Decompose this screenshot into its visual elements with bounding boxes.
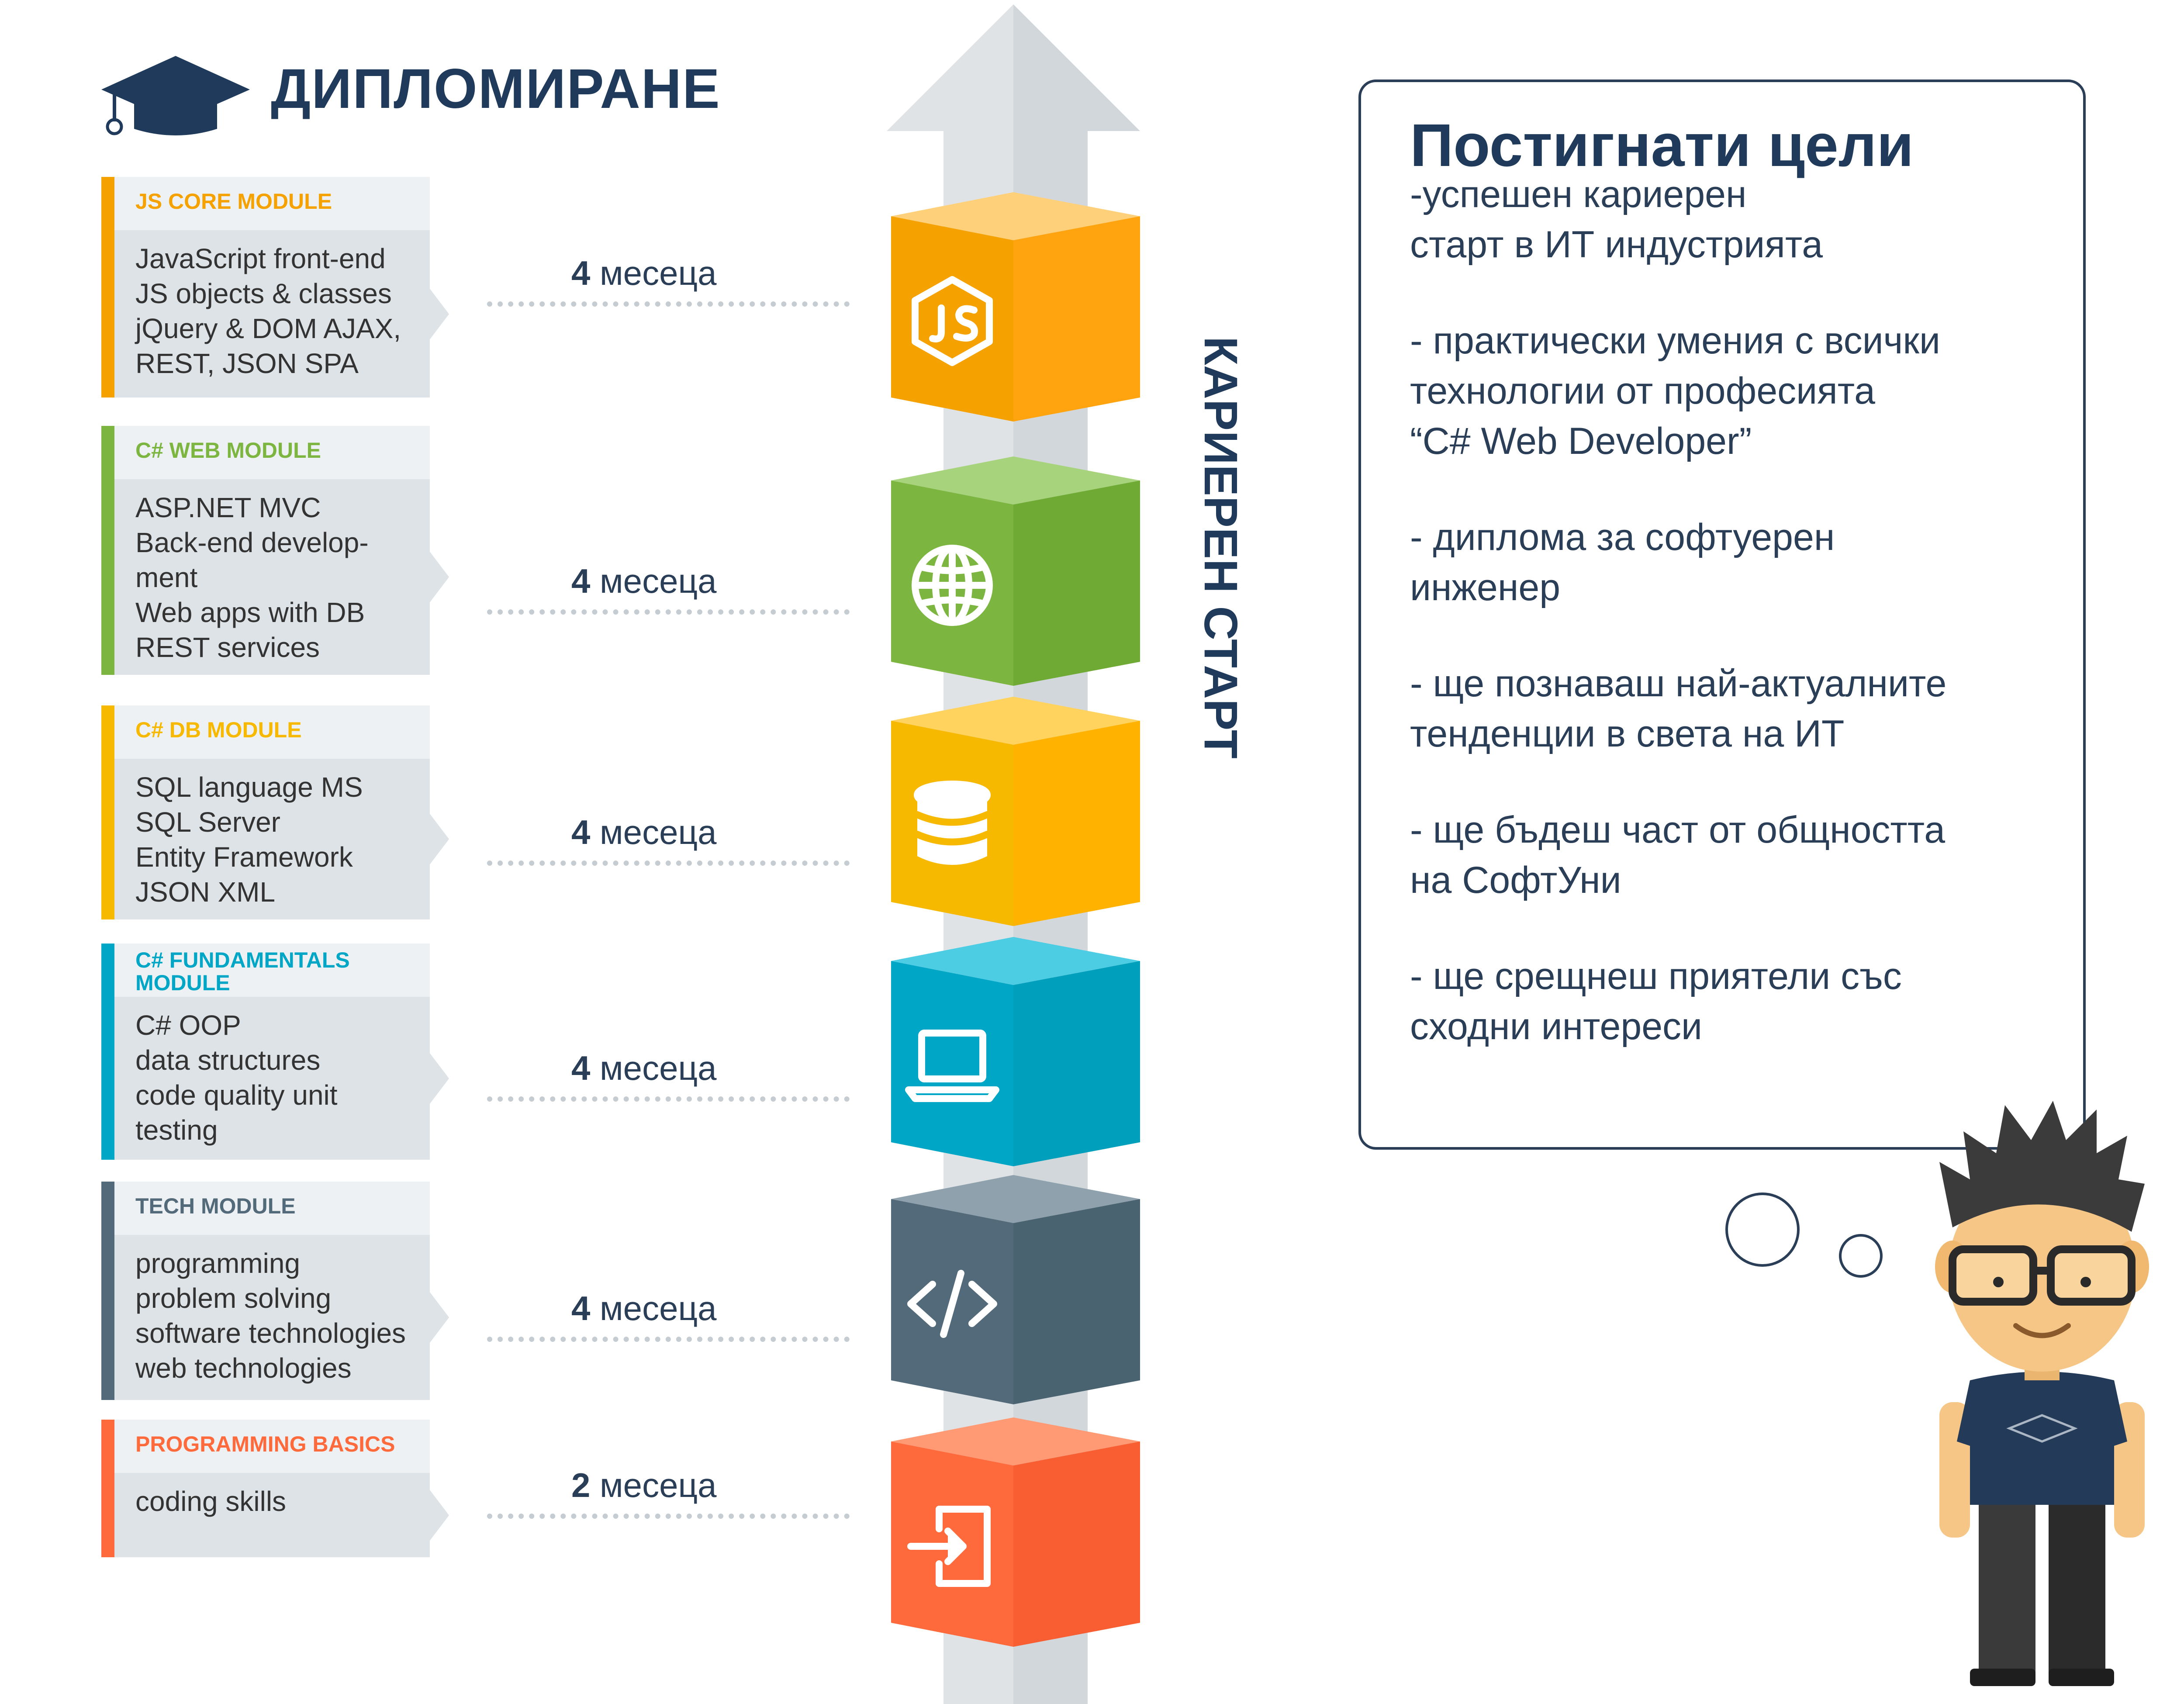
goal-line: - практически умения с всички	[1410, 320, 1941, 362]
module-title: JS CORE MODULE	[114, 177, 430, 230]
goal-line: инженер	[1410, 567, 1561, 608]
module-topic: software technologies	[135, 1317, 406, 1349]
module-topic: Entity Framework	[135, 841, 353, 873]
module-topic: SQL language MS	[135, 771, 363, 803]
thought-circle-small	[1839, 1234, 1883, 1278]
goal-line: тенденции в света на ИТ	[1410, 713, 1845, 755]
module-color-bar	[101, 1182, 114, 1400]
module-topic: code quality unit	[135, 1079, 338, 1111]
graduation-cap-icon	[101, 56, 250, 135]
module-color-bar	[101, 944, 114, 1160]
module-topic: ASP.NET MVC	[135, 492, 321, 523]
goal-line: -успешен кариерен	[1410, 173, 1747, 215]
module-duration: 4 месеца	[571, 1049, 717, 1087]
module-duration: 4 месеца	[571, 562, 717, 600]
module-color-bar	[101, 705, 114, 919]
module-topic: coding skills	[135, 1486, 287, 1517]
module-topic: SQL Server	[135, 806, 280, 838]
module-duration: 2 месеца	[571, 1466, 717, 1504]
module-body	[114, 479, 430, 675]
goal-line: - ще срещнеш приятели със	[1410, 955, 1902, 997]
module-topic: web technologies	[135, 1352, 352, 1384]
duration-connector	[487, 1096, 850, 1102]
module-notch	[430, 288, 449, 339]
module-topic: JS objects & classes	[135, 278, 392, 309]
student-character	[1935, 1101, 2149, 1686]
module-topic: ment	[135, 562, 198, 593]
module-cube	[891, 1417, 1140, 1647]
goals-bubble: Постигнати цели -успешен кариерен старт в…	[1358, 79, 2086, 1150]
module-duration: 4 месеца	[571, 1289, 717, 1327]
module-title: C# WEB MODULE	[114, 426, 430, 479]
module-topic: REST services	[135, 632, 320, 663]
module-topic: data structures	[135, 1044, 321, 1076]
goal-line: на СофтУни	[1410, 859, 1621, 901]
module-notch	[430, 1292, 449, 1343]
module-topic: JSON XML	[135, 876, 276, 908]
module-cube	[891, 1175, 1140, 1404]
duration-connector	[487, 609, 850, 615]
module-cube	[891, 192, 1140, 422]
module-color-bar	[101, 1420, 114, 1557]
module-color-bar	[101, 426, 114, 675]
module-notch	[430, 1490, 449, 1541]
nodejs-icon	[912, 276, 993, 366]
module-duration: 4 месеца	[571, 813, 717, 851]
goals-title: Постигнати цели	[1410, 112, 1914, 179]
duration-connector	[487, 301, 850, 307]
module-notch	[430, 1053, 449, 1104]
module-body	[114, 1235, 430, 1400]
module-body	[114, 1473, 430, 1557]
module-title: PROGRAMMING BASICS	[114, 1420, 430, 1473]
duration-connector	[487, 861, 850, 866]
module-cubes	[891, 192, 1140, 1647]
goal-line: сходни интереси	[1410, 1006, 1703, 1047]
goal-line: старт в ИТ индустрията	[1410, 224, 1823, 266]
module-card: JS CORE MODULE JavaScript front-end JS obj…	[101, 177, 449, 397]
goal-line: технологии от професията	[1410, 370, 1876, 412]
module-notch	[430, 552, 449, 602]
module-title: TECH MODULE	[114, 1182, 430, 1235]
module-body	[114, 230, 430, 397]
laptop-icon	[905, 1030, 999, 1102]
duration-connector	[487, 1337, 850, 1342]
module-topic: jQuery & DOM AJAX,	[135, 313, 401, 344]
module-topic: programming	[135, 1248, 301, 1279]
career-start-label: КАРИЕРЕН СТАРТ	[1197, 336, 1248, 759]
module-duration: 4 месеца	[571, 254, 717, 292]
thought-circle-large	[1725, 1192, 1800, 1267]
login-icon	[907, 1506, 991, 1587]
globe-icon	[912, 545, 993, 626]
database-icon	[914, 781, 991, 865]
goal-line: “C# Web Developer”	[1410, 420, 1752, 462]
module-topic: C# OOP	[135, 1009, 241, 1041]
module-card: PROGRAMMING BASICS coding skills	[101, 1420, 449, 1557]
module-topic: REST, JSON SPA	[135, 348, 359, 379]
module-topic: testing	[135, 1114, 218, 1146]
goal-line: - ще познаваш най-актуалните	[1410, 663, 1947, 705]
module-topic: Back-end develop-	[135, 527, 369, 558]
module-cube	[891, 456, 1140, 686]
module-notch	[430, 814, 449, 864]
module-body	[114, 759, 430, 919]
module-topic: problem solving	[135, 1282, 332, 1314]
svg-text:КАРИЕРЕН СТАРТ: КАРИЕРЕН СТАРТ	[1197, 336, 1248, 759]
module-title: C# DB MODULE	[114, 705, 430, 759]
module-topic: Web apps with DB	[135, 597, 365, 628]
module-cube	[891, 937, 1140, 1166]
module-color-bar	[101, 177, 114, 397]
goal-line: - диплома за софтуерен	[1410, 516, 1835, 558]
page-title: ДИПЛОМИРАНЕ	[271, 58, 721, 120]
module-card: C# WEB MODULE ASP.NET MVC Back-end develop…	[101, 426, 449, 675]
module-cube	[891, 697, 1140, 926]
module-body	[114, 997, 430, 1160]
duration-connector	[487, 1514, 850, 1519]
module-topic: JavaScript front-end	[135, 243, 386, 274]
code-icon	[907, 1270, 997, 1338]
goal-line: - ще бъдеш част от общността	[1410, 809, 1946, 851]
